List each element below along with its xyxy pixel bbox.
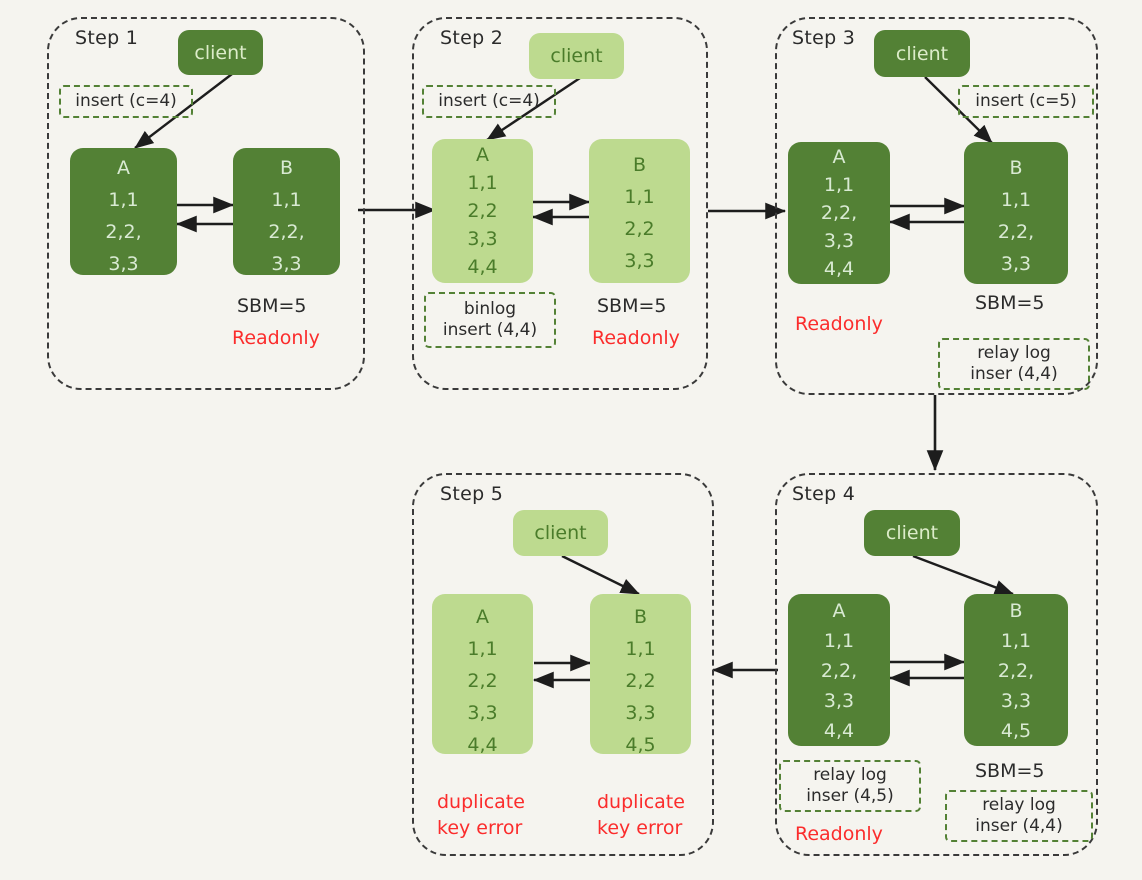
readonly-label-step2: Readonly bbox=[592, 327, 680, 349]
step-panel-1[interactable] bbox=[47, 17, 365, 390]
db-node-b-step3-row-0: 1,1 bbox=[1000, 189, 1032, 211]
relay-log-tag-a-line1-step4: relay log bbox=[813, 764, 887, 785]
db-node-a-step3[interactable]: A 1,1 2,2, 3,3 4,4 bbox=[788, 142, 890, 284]
client-box-step4[interactable]: client bbox=[864, 510, 960, 556]
db-node-a-step5-name: A bbox=[476, 606, 489, 628]
db-node-b-step1-name: B bbox=[279, 157, 294, 179]
db-node-a-step4-name: A bbox=[832, 600, 846, 622]
step-panel-5[interactable] bbox=[412, 473, 714, 856]
db-node-b-step5-name: B bbox=[633, 606, 648, 628]
insert-tag-step2[interactable]: insert (c=4) bbox=[422, 85, 556, 118]
db-node-b-step4-row-3: 4,5 bbox=[1000, 720, 1032, 742]
step-title-1: Step 1 bbox=[75, 27, 139, 49]
db-node-a-step3-row-3: 4,4 bbox=[823, 258, 855, 280]
sbm-label-step2: SBM=5 bbox=[597, 295, 667, 317]
insert-tag-label-step1: insert (c=4) bbox=[75, 90, 177, 111]
relay-log-tag-line1-step3: relay log bbox=[977, 342, 1051, 363]
db-node-a-step3-row-1: 2,2, bbox=[820, 202, 858, 224]
db-node-a-step2-row-1: 2,2 bbox=[467, 200, 498, 222]
db-node-b-step1-row-0: 1,1 bbox=[271, 189, 302, 211]
db-node-a-step4-row-1: 2,2, bbox=[820, 660, 858, 682]
db-node-a-step1-row-1: 2,2, bbox=[105, 221, 142, 243]
step-panel-3[interactable] bbox=[775, 17, 1098, 395]
step-title-4: Step 4 bbox=[792, 483, 856, 505]
step-title-2: Step 2 bbox=[440, 27, 504, 49]
relay-log-tag-b-step4[interactable]: relay log inser (4,4) bbox=[945, 790, 1093, 842]
relay-log-tag-line2-step3: inser (4,4) bbox=[970, 364, 1058, 384]
db-node-b-step4-name: B bbox=[1009, 600, 1023, 622]
step-panel-4[interactable] bbox=[775, 473, 1098, 856]
db-node-b-step2[interactable]: B 1,1 2,2 3,3 bbox=[589, 139, 690, 283]
db-node-a-step5[interactable]: A 1,1 2,2 3,3 4,4 bbox=[432, 594, 533, 756]
binlog-tag-line1-step2: binlog bbox=[463, 298, 517, 319]
db-node-b-step2-name: B bbox=[632, 154, 647, 176]
db-node-a-step1-name: A bbox=[117, 157, 130, 179]
relay-log-tag-b-line1-step4: relay log bbox=[982, 794, 1056, 815]
client-box-step1[interactable]: client bbox=[178, 30, 263, 75]
db-node-a-step5-row-2: 3,3 bbox=[467, 702, 498, 724]
sbm-label-step4: SBM=5 bbox=[975, 760, 1045, 782]
db-node-a-step5-row-0: 1,1 bbox=[467, 638, 498, 660]
step-panel-2[interactable] bbox=[412, 17, 708, 390]
db-node-b-step5[interactable]: B 1,1 2,2 3,3 4,5 bbox=[590, 594, 691, 756]
db-node-b-step5-row-2: 3,3 bbox=[625, 702, 656, 724]
client-box-step5[interactable]: client bbox=[513, 510, 608, 556]
db-node-a-step3-row-0: 1,1 bbox=[823, 174, 855, 196]
binlog-tag-step2[interactable]: binlog insert (4,4) bbox=[424, 292, 556, 348]
client-box-step3[interactable]: client bbox=[874, 30, 970, 77]
step-title-3: Step 3 bbox=[792, 27, 856, 49]
step-title-5: Step 5 bbox=[440, 483, 504, 505]
db-node-a-step4-row-0: 1,1 bbox=[823, 630, 855, 652]
readonly-label-step4: Readonly bbox=[795, 823, 883, 845]
db-node-b-step2-row-0: 1,1 bbox=[624, 186, 655, 208]
db-node-a-step5-row-3: 4,4 bbox=[467, 734, 498, 756]
db-node-a-step1-row-2: 3,3 bbox=[108, 253, 139, 275]
binlog-tag-line2-step2: insert (4,4) bbox=[442, 320, 538, 340]
db-node-a-step2-row-2: 3,3 bbox=[467, 228, 498, 250]
readonly-label-step1: Readonly bbox=[232, 327, 320, 349]
db-node-b-step3-row-2: 3,3 bbox=[1000, 253, 1032, 275]
db-node-b-step1-row-1: 2,2, bbox=[268, 221, 305, 243]
db-node-b-step3[interactable]: B 1,1 2,2, 3,3 bbox=[964, 142, 1068, 284]
db-node-b-step4-row-1: 2,2, bbox=[997, 660, 1035, 682]
db-node-b-step4[interactable]: B 1,1 2,2, 3,3 4,5 bbox=[964, 594, 1068, 746]
db-node-b-step5-row-1: 2,2 bbox=[625, 670, 656, 692]
sbm-label-step3: SBM=5 bbox=[975, 292, 1045, 314]
insert-tag-label-step3: insert (c=5) bbox=[975, 90, 1077, 111]
db-node-a-step2[interactable]: A 1,1 2,2 3,3 4,4 bbox=[432, 139, 533, 283]
db-node-a-step4[interactable]: A 1,1 2,2, 3,3 4,4 bbox=[788, 594, 890, 746]
db-node-b-step5-row-3: 4,5 bbox=[625, 734, 656, 756]
db-node-a-step2-name: A bbox=[476, 144, 489, 166]
client-box-step2[interactable]: client bbox=[529, 33, 624, 79]
db-node-b-step5-row-0: 1,1 bbox=[625, 638, 656, 660]
relay-log-tag-a-step4[interactable]: relay log inser (4,5) bbox=[779, 760, 921, 812]
db-node-b-step4-row-2: 3,3 bbox=[1000, 690, 1032, 712]
insert-tag-label-step2: insert (c=4) bbox=[438, 90, 540, 111]
relay-log-tag-step3[interactable]: relay log inser (4,4) bbox=[938, 338, 1090, 390]
readonly-label-step3: Readonly bbox=[795, 313, 883, 335]
db-node-a-step2-row-0: 1,1 bbox=[467, 172, 498, 194]
insert-tag-step1[interactable]: insert (c=4) bbox=[59, 85, 193, 118]
sbm-label-step1: SBM=5 bbox=[237, 295, 307, 317]
db-node-b-step3-row-1: 2,2, bbox=[997, 221, 1035, 243]
db-node-b-step3-name: B bbox=[1009, 157, 1023, 179]
relay-log-tag-a-line2-step4: inser (4,5) bbox=[806, 786, 894, 806]
db-node-b-step2-row-1: 2,2 bbox=[624, 218, 655, 240]
db-node-b-step2-row-2: 3,3 bbox=[624, 250, 655, 272]
db-node-a-step4-row-2: 3,3 bbox=[823, 690, 855, 712]
db-node-b-step1[interactable]: B 1,1 2,2, 3,3 bbox=[233, 148, 340, 275]
db-node-a-step1-row-0: 1,1 bbox=[108, 189, 139, 211]
db-node-a-step5-row-1: 2,2 bbox=[467, 670, 498, 692]
relay-log-tag-b-line2-step4: inser (4,4) bbox=[975, 816, 1063, 836]
db-node-b-step4-row-0: 1,1 bbox=[1000, 630, 1032, 652]
db-node-a-step3-row-2: 3,3 bbox=[823, 230, 855, 252]
db-node-b-step1-row-2: 3,3 bbox=[271, 253, 302, 275]
insert-tag-step3[interactable]: insert (c=5) bbox=[958, 85, 1094, 118]
db-node-a-step3-name: A bbox=[832, 146, 846, 168]
db-node-a-step4-row-3: 4,4 bbox=[823, 720, 855, 742]
db-node-a-step2-row-3: 4,4 bbox=[467, 256, 498, 278]
db-node-a-step1[interactable]: A 1,1 2,2, 3,3 bbox=[70, 148, 177, 275]
